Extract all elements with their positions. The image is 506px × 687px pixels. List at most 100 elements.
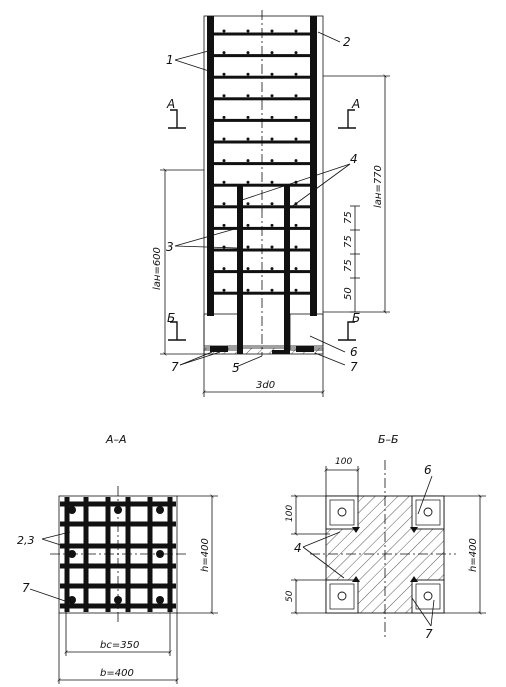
stirrup bbox=[207, 162, 317, 166]
corner-plate-inner bbox=[329, 499, 355, 526]
section-bb: Б–Б 100 100 50 h=400 6 4 7 bbox=[285, 433, 486, 641]
mesh-bar-vertical bbox=[167, 497, 173, 612]
stirrup-node bbox=[270, 72, 274, 76]
anchor-bolt bbox=[337, 591, 347, 601]
elevation-leaders bbox=[174, 31, 351, 368]
section-aa-callout-7: 7 bbox=[22, 581, 30, 595]
section-mark-b-right: Б bbox=[352, 311, 360, 325]
stirrup-node bbox=[294, 72, 298, 76]
callout-4: 4 bbox=[350, 152, 358, 166]
weld-right bbox=[296, 346, 314, 352]
stirrup-node bbox=[246, 159, 250, 163]
stirrup bbox=[207, 291, 317, 295]
base-plate-right bbox=[289, 313, 324, 351]
stirrup bbox=[207, 205, 317, 209]
stirrup-node bbox=[222, 159, 226, 163]
stirrup-node bbox=[246, 29, 250, 33]
stirrup-node bbox=[270, 202, 274, 206]
stirrup bbox=[207, 32, 317, 36]
stirrup-node bbox=[222, 29, 226, 33]
stirrup-node bbox=[222, 94, 226, 98]
stirrup-node bbox=[270, 288, 274, 292]
stirrup-node bbox=[222, 288, 226, 292]
section-bb-title: Б–Б bbox=[378, 433, 399, 446]
stirrup-node bbox=[222, 267, 226, 271]
stirrup-node bbox=[222, 51, 226, 55]
stirrup-node bbox=[222, 137, 226, 141]
pitch-dim-1: 75 bbox=[343, 211, 354, 224]
stirrup bbox=[207, 226, 317, 230]
pitch-dim-2: 75 bbox=[343, 235, 354, 248]
stirrup bbox=[207, 270, 317, 274]
section-mark-a-right: А bbox=[351, 97, 360, 111]
stirrup-node bbox=[270, 29, 274, 33]
splice-bar-right bbox=[284, 186, 290, 354]
mesh-bar-vertical bbox=[64, 497, 70, 612]
corner-plate-inner bbox=[415, 499, 441, 526]
weld-mark bbox=[410, 576, 418, 582]
section-aa-h-dim: h=400 bbox=[200, 538, 211, 572]
stirrup-node bbox=[246, 115, 250, 119]
section-mark-b-left: Б bbox=[167, 311, 175, 325]
stirrup-node bbox=[222, 115, 226, 119]
stirrup-node bbox=[270, 137, 274, 141]
stirrup-node bbox=[222, 72, 226, 76]
stirrup-node bbox=[222, 245, 226, 249]
stirrup-node bbox=[246, 202, 250, 206]
section-bb-left-bottom-dim: 50 bbox=[285, 590, 295, 602]
anchor-length-dim: lан=770 bbox=[373, 165, 384, 208]
stirrup-node bbox=[246, 245, 250, 249]
weld-mark bbox=[352, 576, 360, 582]
section-bb-callout-7: 7 bbox=[425, 627, 433, 641]
column-elevation: А А Б Б lан=600 lан=770 75 75 75 50 3d0 … bbox=[152, 10, 390, 397]
stirrup-node bbox=[294, 223, 298, 227]
stirrup-node bbox=[294, 115, 298, 119]
stirrup-node bbox=[246, 288, 250, 292]
stirrup-node bbox=[270, 267, 274, 271]
pitch-dim-4: 50 bbox=[343, 287, 354, 300]
stirrup bbox=[207, 54, 317, 58]
stirrup-node bbox=[246, 180, 250, 184]
mesh-bar-vertical bbox=[83, 497, 89, 612]
longitudinal-bar-dot bbox=[68, 506, 76, 514]
stirrup-node bbox=[246, 94, 250, 98]
weld-mark bbox=[352, 527, 360, 533]
section-aa-title: А–А bbox=[105, 433, 127, 446]
stirrup-node bbox=[270, 51, 274, 55]
weld-left bbox=[210, 346, 228, 352]
longitudinal-bar-right bbox=[310, 16, 317, 316]
stirrup-node bbox=[270, 245, 274, 249]
stirrup-node bbox=[294, 159, 298, 163]
pitch-dim-3: 75 bbox=[343, 259, 354, 272]
section-mark-a-left: А bbox=[166, 97, 175, 111]
section-bb-callout-6: 6 bbox=[424, 463, 432, 477]
stirrup-node bbox=[270, 115, 274, 119]
stirrup bbox=[207, 75, 317, 79]
section-bb-h-dim: h=400 bbox=[468, 538, 479, 572]
elevation-dimensions bbox=[160, 74, 390, 397]
section-aa-bc-dim: bc=350 bbox=[100, 640, 139, 651]
stirrup-node bbox=[270, 159, 274, 163]
section-aa: А–А 2,3 7 h=400 bc=350 b=400 bbox=[17, 433, 218, 684]
stirrup-node bbox=[222, 180, 226, 184]
anchor-bolt bbox=[423, 507, 433, 517]
callout-7-right: 7 bbox=[350, 360, 358, 374]
lap-length-dim: lан=600 bbox=[152, 247, 163, 290]
stirrup-node bbox=[294, 137, 298, 141]
section-aa-b-dim: b=400 bbox=[100, 668, 134, 679]
callout-5: 5 bbox=[232, 361, 240, 375]
stirrup-node bbox=[222, 202, 226, 206]
callout-3: 3 bbox=[166, 240, 174, 254]
stirrup-node bbox=[246, 72, 250, 76]
section-marks bbox=[168, 109, 356, 341]
mesh-bar-vertical bbox=[105, 497, 111, 612]
corner-plate-inner bbox=[415, 583, 441, 610]
stirrup-node bbox=[246, 137, 250, 141]
stirrup-node bbox=[294, 245, 298, 249]
weld-mark bbox=[410, 527, 418, 533]
stirrup-node bbox=[270, 180, 274, 184]
anchor-bolt bbox=[337, 507, 347, 517]
stirrup bbox=[207, 118, 317, 122]
mesh-bar-horizontal bbox=[60, 603, 176, 609]
stirrup bbox=[207, 97, 317, 101]
